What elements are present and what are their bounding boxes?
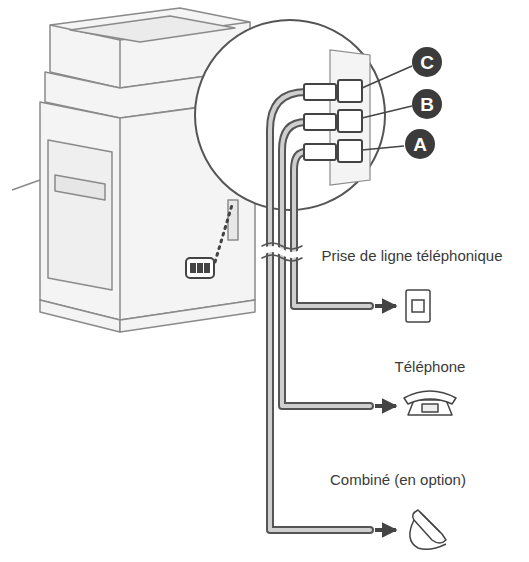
device-label: Combiné (en option) (330, 472, 466, 489)
direction-arrows (375, 306, 396, 530)
zoom-dotted-line (215, 205, 232, 262)
jack-leaders (362, 66, 412, 150)
device-label: Téléphone (395, 359, 466, 376)
callout-letter: C (412, 47, 442, 77)
callout-letter: B (412, 89, 442, 119)
device-label: Prise de ligne téléphonique (322, 248, 503, 265)
wall-jack-icon (406, 290, 430, 322)
cables (262, 92, 370, 530)
phone-jacks (338, 80, 362, 162)
callout-letter: A (405, 129, 435, 159)
handset-icon (410, 510, 446, 549)
printer-port (186, 258, 214, 278)
plugs (304, 84, 336, 160)
telephone-icon (404, 391, 456, 415)
